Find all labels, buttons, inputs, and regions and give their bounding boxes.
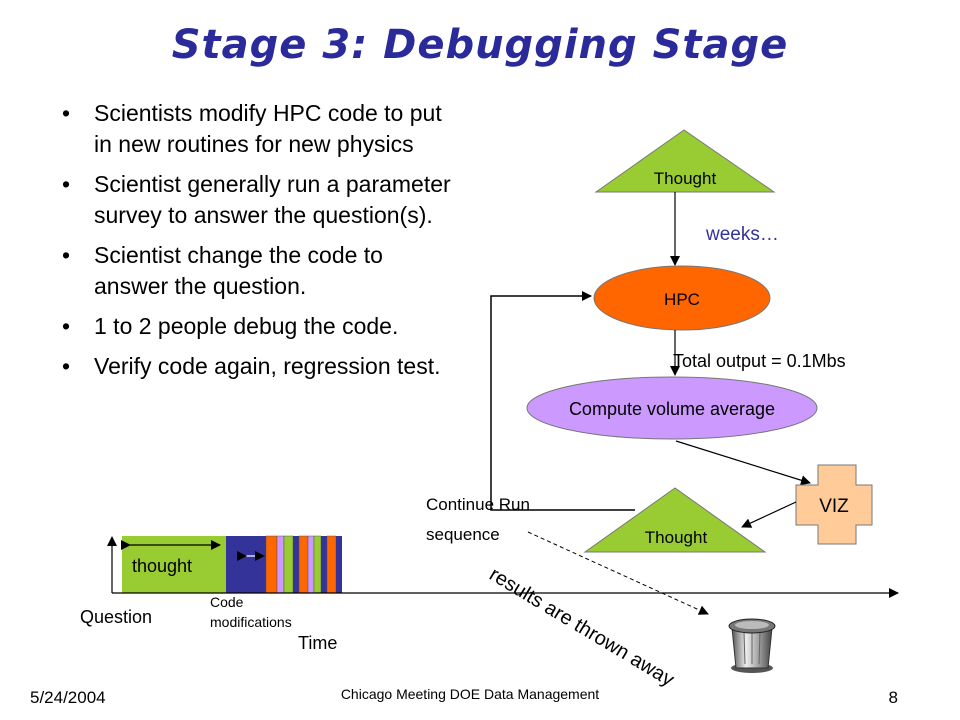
continue-run-label: Continue Run bbox=[426, 495, 530, 514]
timeline-thought-label: thought bbox=[132, 556, 192, 576]
bullet-item: 1 to 2 people debug the code. bbox=[62, 311, 462, 342]
trash-can-icon bbox=[728, 618, 776, 673]
timeline bbox=[107, 535, 899, 598]
code-label: Code bbox=[210, 594, 244, 610]
weeks-label: weeks… bbox=[705, 224, 779, 245]
thought-triangle-bottom bbox=[583, 487, 767, 553]
viz-label: VIZ bbox=[819, 496, 849, 517]
bullet-item: Scientist change the code to answer the … bbox=[62, 240, 462, 302]
compute-label: Compute volume average bbox=[569, 399, 775, 419]
footer-page-number: 8 bbox=[889, 688, 898, 707]
bullet-item: Verify code again, regression test. bbox=[62, 351, 462, 382]
dashed-discard-arrow bbox=[527, 531, 709, 615]
total-output-label: Total output = 0.1Mbs bbox=[673, 351, 846, 371]
thought-triangle-top bbox=[594, 129, 776, 193]
time-label: Time bbox=[298, 633, 337, 653]
footer-center: Chicago Meeting DOE Data Management bbox=[341, 686, 599, 702]
hpc-node bbox=[593, 265, 771, 331]
thought-bottom-label: Thought bbox=[645, 528, 708, 547]
modifications-label: modifications bbox=[210, 614, 292, 630]
results-thrown-away-label: results are thrown away bbox=[485, 563, 677, 691]
arrow-compute-viz bbox=[675, 440, 811, 486]
bullet-item: Scientists modify HPC code to put in new… bbox=[62, 98, 462, 160]
viz-node bbox=[795, 464, 873, 545]
sequence-label: sequence bbox=[426, 525, 500, 544]
question-label: Question bbox=[80, 607, 152, 627]
footer-date: 5/24/2004 bbox=[30, 688, 106, 707]
feedback-loop-arrow bbox=[490, 291, 635, 511]
arrow-viz-thought bbox=[741, 501, 797, 528]
slide-title: Stage 3: Debugging Stage bbox=[171, 22, 789, 68]
timeline-code-block bbox=[226, 536, 266, 593]
compute-volume-node bbox=[526, 376, 818, 440]
bullet-list: Scientists modify HPC code to put in new… bbox=[62, 98, 462, 391]
hpc-label: HPC bbox=[664, 290, 700, 309]
thought-top-label: Thought bbox=[654, 169, 717, 188]
bullet-item: Scientist generally run a parameter surv… bbox=[62, 169, 462, 231]
